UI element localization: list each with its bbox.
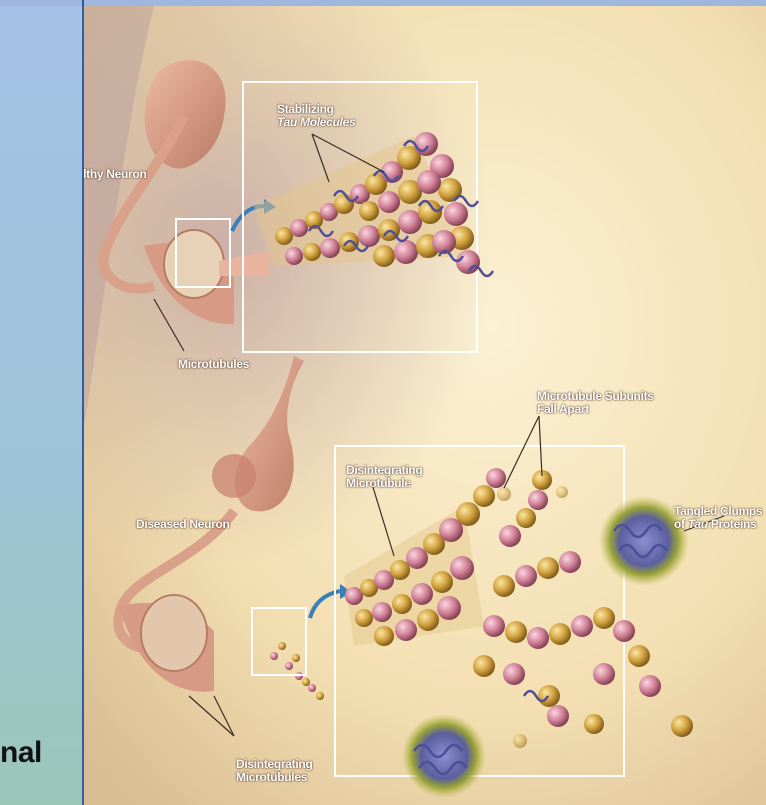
- label-disintegrating-microtubules: Disintegrating Microtubules: [236, 758, 312, 784]
- label-tangled-prefix: of: [674, 517, 685, 531]
- label-disintegrating-microtubule: Disintegrating Microtubule: [346, 464, 422, 490]
- label-tangled-clumps: Tangled Clumps of Tau Proteins: [674, 505, 762, 531]
- label-microtubule-subunits: Microtubule Subunits Fall Apart: [537, 390, 654, 416]
- tau-illustration: Healthy Neuron Stabilizing Tau Molecules…: [84, 6, 766, 805]
- slide-divider-line: [82, 0, 84, 805]
- label-subunits-line2: Fall Apart: [537, 403, 654, 416]
- illustration-graphic: [84, 6, 766, 805]
- label-microtubules: Microtubules: [178, 358, 249, 371]
- label-diseased-neuron: Diseased Neuron: [136, 518, 230, 531]
- label-stabilizing-line2: Tau Molecules: [277, 115, 355, 129]
- label-healthy-neuron: Healthy Neuron: [84, 168, 146, 181]
- label-tangled-line2: of Tau Proteins: [674, 518, 762, 531]
- slide-background-strip: [0, 0, 82, 805]
- label-tangled-tau: Tau: [688, 517, 708, 531]
- label-disintegrating-mts-line2: Microtubules: [236, 771, 312, 784]
- slide-cut-text: nal: [0, 736, 42, 770]
- label-tangled-suffix: Proteins: [711, 517, 757, 531]
- label-stabilizing-tau: Stabilizing Tau Molecules: [277, 103, 355, 129]
- label-disintegrating-line2: Microtubule: [346, 477, 422, 490]
